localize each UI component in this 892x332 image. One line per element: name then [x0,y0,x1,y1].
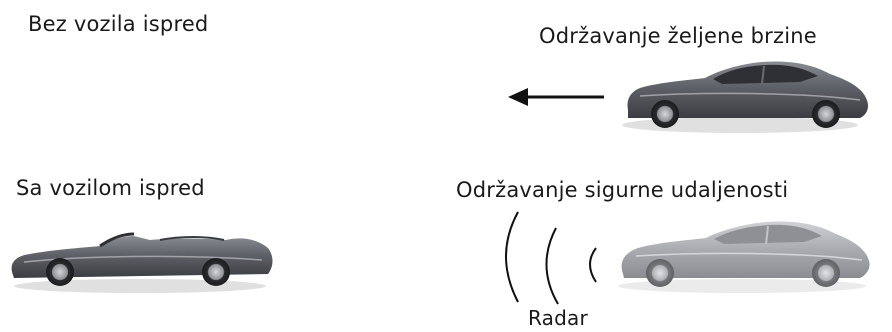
scenario-with-vehicle-label: Sa vozilom ispred [16,176,205,200]
car-coupe-light-icon [618,221,870,293]
direction-arrow-icon [508,88,604,106]
scenario-no-vehicle-label: Bez vozila ispred [28,12,209,36]
car-roadster-dark-icon [11,232,273,293]
radar-label: Radar [528,306,588,330]
radar-waves-icon [505,211,597,305]
car-coupe-dark-icon [622,61,868,133]
maintain-speed-label: Održavanje željene brzine [539,24,817,48]
maintain-distance-label: Održavanje sigurne udaljenosti [456,178,789,202]
